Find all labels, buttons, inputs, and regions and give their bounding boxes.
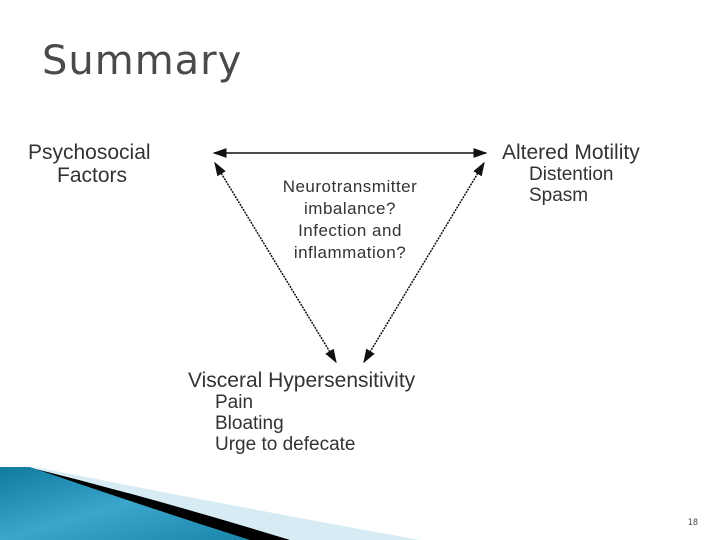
node-motility-heading: Altered Motility bbox=[502, 141, 640, 164]
node-motility-item: Spasm bbox=[529, 185, 589, 206]
node-psychosocial-label: Psychosocial bbox=[28, 141, 151, 164]
center-line: Infection and bbox=[298, 221, 402, 240]
node-visceral-heading: Visceral Hypersensitivity bbox=[188, 369, 416, 392]
footer-decoration bbox=[0, 466, 420, 540]
arrow-motility-visceral bbox=[363, 161, 485, 364]
center-line: Neurotransmitter bbox=[282, 177, 418, 196]
node-psychosocial-label-2: Factors bbox=[57, 164, 128, 187]
center-annotation: Neurotransmitter imbalance? Infection an… bbox=[245, 176, 455, 264]
center-line: imbalance? bbox=[304, 199, 396, 218]
slide-title: Summary bbox=[42, 38, 243, 84]
node-visceral-item: Urge to defecate bbox=[215, 434, 356, 455]
node-visceral-item: Pain bbox=[215, 392, 254, 413]
node-visceral-item: Bloating bbox=[215, 413, 284, 434]
node-motility-item: Distention bbox=[529, 164, 614, 185]
node-psychosocial-factors: Psychosocial Factors bbox=[28, 142, 151, 186]
page-number: 18 bbox=[687, 518, 698, 528]
center-line: inflammation? bbox=[293, 243, 407, 262]
footer-black-swoosh bbox=[20, 467, 290, 540]
node-altered-motility: Altered Motility Distention Spasm bbox=[502, 142, 640, 205]
footer-blue-swoosh bbox=[0, 467, 250, 540]
node-visceral-hypersensitivity: Visceral Hypersensitivity Pain Bloating … bbox=[188, 370, 415, 454]
